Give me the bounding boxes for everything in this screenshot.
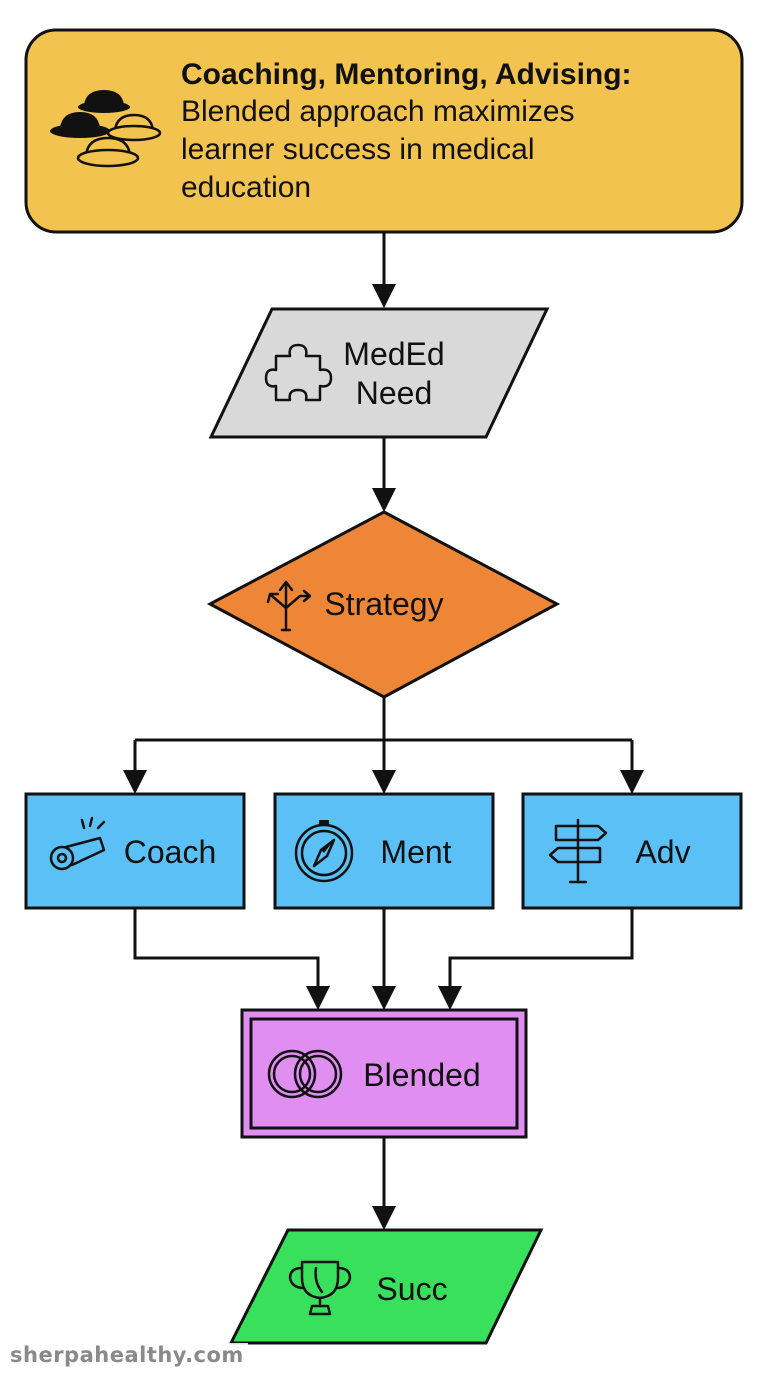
node-succ: Succ [228, 1228, 544, 1345]
hats-group-icon [50, 90, 162, 168]
header-subtitle-line-1: Blended approach maximizes [181, 95, 575, 128]
adv-label: Adv [635, 834, 690, 870]
puzzle-piece-icon [264, 343, 333, 402]
need-label-line-2: Need [356, 375, 433, 411]
whistle-icon [49, 816, 106, 871]
branching-arrows-icon [266, 580, 312, 632]
header-box [24, 28, 744, 234]
adv-box [521, 792, 743, 910]
arrowhead-succ [372, 1206, 396, 1230]
arrowhead-blended-center [372, 986, 396, 1010]
blended-box-inner [249, 1017, 519, 1130]
node-coach: Coach [24, 792, 246, 910]
node-blended: Blended [240, 1008, 528, 1139]
arrowhead-blended-left [306, 986, 330, 1010]
arrowhead-blended-right [438, 986, 462, 1010]
arrowhead-strategy [372, 488, 396, 512]
trophy-icon [288, 1260, 352, 1316]
compass-icon [294, 820, 354, 883]
need-label-line-1: MedEd [343, 336, 444, 372]
blended-box-outer [240, 1008, 528, 1139]
edges [123, 232, 644, 1230]
coach-label: Coach [124, 834, 217, 870]
header-subtitle-line-2: learner success in medical [181, 133, 534, 166]
header-subtitle-line-3: education [181, 171, 311, 204]
succ-label: Succ [376, 1271, 447, 1307]
blended-label: Blended [363, 1057, 480, 1093]
header-title: Coaching, Mentoring, Advising: [181, 58, 632, 91]
arrowhead-ment [372, 770, 396, 794]
coach-box [24, 792, 246, 910]
ment-label: Ment [380, 834, 451, 870]
interlocked-rings-icon [267, 1049, 343, 1099]
arrowhead-adv [620, 770, 644, 794]
signpost-icon [548, 818, 608, 884]
node-meded-need: MedEd Need [208, 307, 550, 439]
ment-box [273, 792, 495, 910]
node-adv: Adv [521, 792, 743, 910]
header-node: Coaching, Mentoring, Advising: Blended a… [24, 28, 744, 234]
edge-adv-to-blended [448, 908, 634, 988]
strategy-diamond [206, 510, 561, 699]
strategy-label: Strategy [324, 586, 443, 622]
edge-coach-to-blended [133, 908, 320, 988]
arrowhead-need [372, 284, 396, 308]
succ-parallelogram [228, 1228, 544, 1345]
node-ment: Ment [273, 792, 495, 910]
watermark-text: sherpahealthy.com [6, 1343, 248, 1367]
need-parallelogram [208, 307, 550, 439]
node-strategy: Strategy [206, 510, 561, 699]
arrowhead-coach [123, 770, 147, 794]
